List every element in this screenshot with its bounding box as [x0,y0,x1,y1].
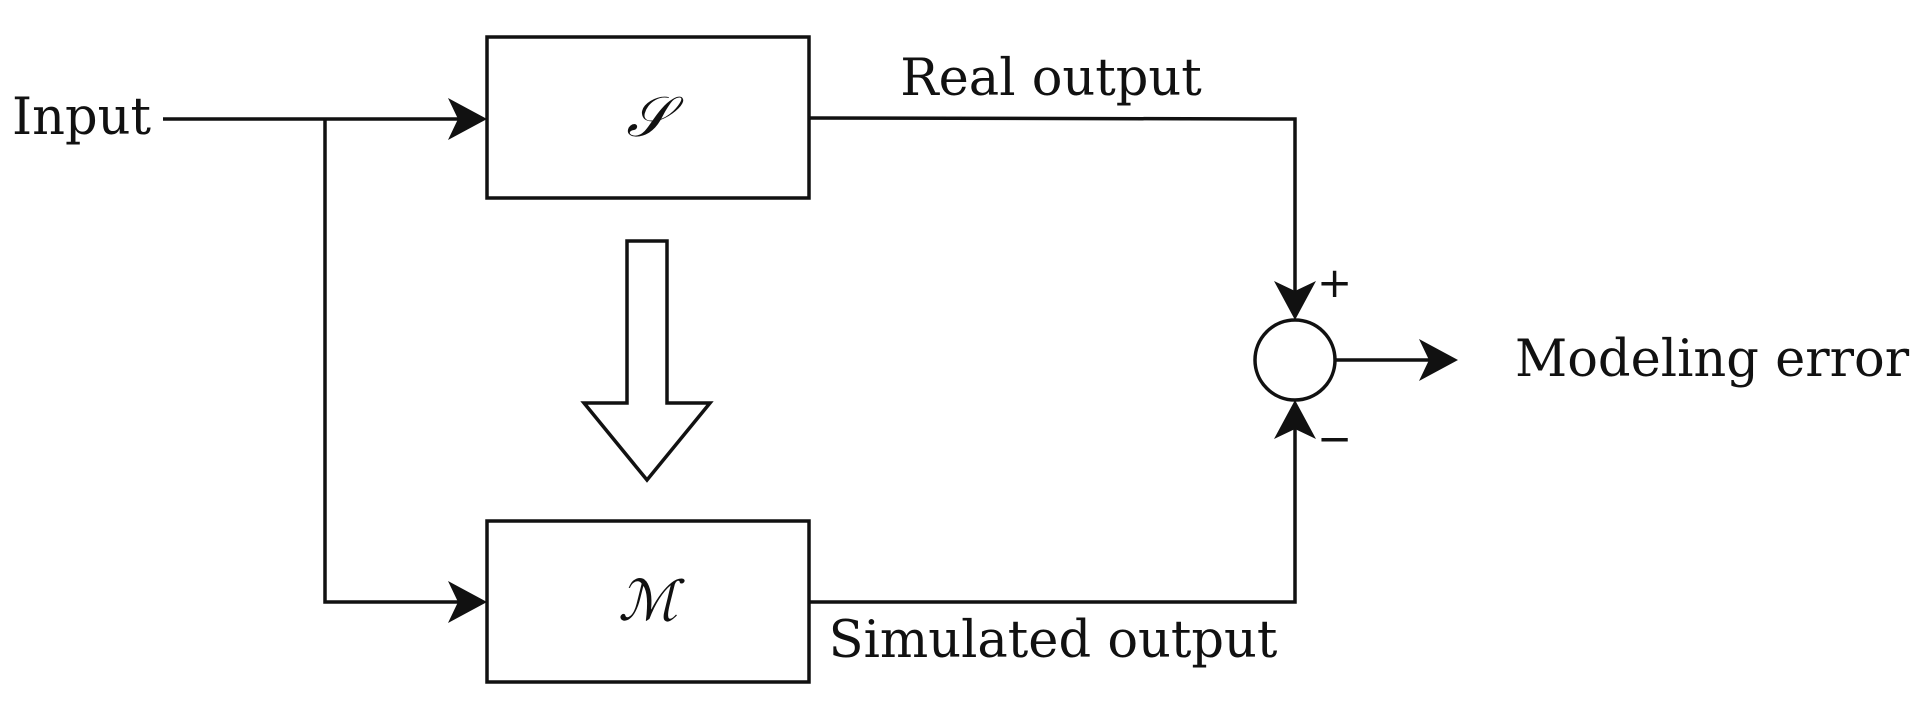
arrowhead-real-to-junction [1274,281,1316,320]
modeling-error-label: Modeling error [1515,330,1910,389]
real-output-label: Real output [900,49,1202,108]
arrowhead-simulated-to-junction [1274,400,1316,439]
input-label: Input [12,88,151,147]
minus-sign: − [1317,414,1352,463]
system-block [485,35,811,200]
arrowhead-error-output [1419,339,1458,381]
model-symbol: ℳ [618,569,685,634]
arrowhead-to-system [448,98,487,140]
simulated-output-label: Simulated output [829,611,1278,670]
simulated-output-line [809,420,1297,604]
input-branch-line [323,119,468,604]
modeling-block-arrow [580,239,714,483]
summing-junction [1253,318,1337,402]
arrowhead-to-model [448,581,487,623]
real-output-line [808,116,1297,300]
plus-sign: + [1317,258,1352,307]
